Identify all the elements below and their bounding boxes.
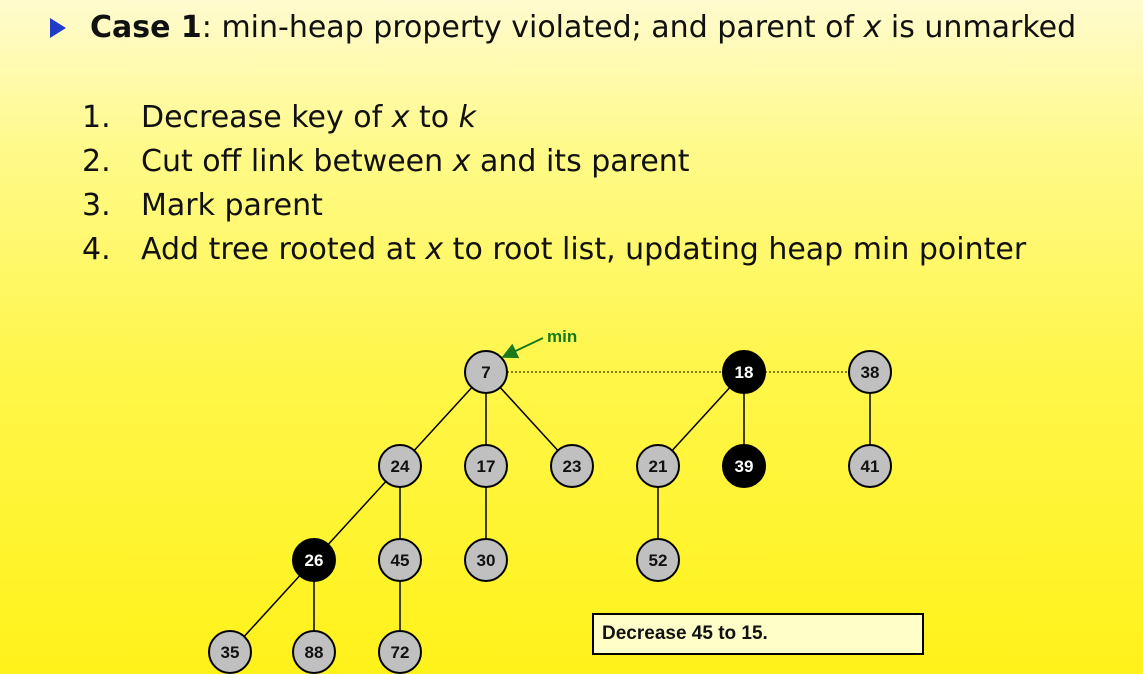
- step-text: Mark parent: [141, 188, 323, 223]
- heap-node-72: 72: [378, 630, 422, 674]
- step-number: 3.: [82, 188, 111, 223]
- node-key: 52: [649, 551, 668, 570]
- heap-node-35: 35: [208, 630, 252, 674]
- var-x: x: [863, 10, 882, 45]
- step-text: and its parent: [470, 144, 690, 179]
- step-text: Add tree rooted at: [141, 232, 426, 267]
- step-number: 2.: [82, 144, 111, 179]
- heap-node-38: 38: [848, 350, 892, 394]
- marked-node-26: 26: [292, 538, 336, 582]
- node-key: 41: [861, 457, 880, 476]
- step-item: 1. Decrease key of x to k: [82, 96, 1082, 140]
- heap-node-52: 52: [636, 538, 680, 582]
- case-label: Case 1: [90, 10, 202, 45]
- operation-callout: Decrease 45 to 15.: [592, 613, 924, 655]
- heap-node-23: 23: [550, 444, 594, 488]
- step-item: 4. Add tree rooted at x to root list, upd…: [82, 228, 1082, 272]
- marked-node-18: 18: [722, 350, 766, 394]
- step-text: Cut off link between: [141, 144, 453, 179]
- bullet-text-part: is unmarked: [881, 10, 1077, 45]
- node-key: 17: [477, 457, 496, 476]
- step-item: 3. Mark parent: [82, 184, 1082, 228]
- min-pointer: min: [501, 327, 577, 359]
- bullet-text-part: : min-heap property violated; and parent…: [201, 10, 864, 45]
- heap-node-88: 88: [292, 630, 336, 674]
- node-key: 18: [735, 363, 754, 382]
- min-label: min: [547, 327, 577, 346]
- node-key: 21: [649, 457, 668, 476]
- step-text: to root list, updating heap min pointer: [443, 232, 1027, 267]
- node-key: 88: [305, 643, 324, 662]
- step-number: 1.: [82, 100, 111, 135]
- node-key: 7: [481, 363, 490, 382]
- var-x: x: [391, 100, 410, 135]
- var-k: k: [458, 100, 477, 135]
- heap-nodes: 7 18 38 24 17 23 21 39 41 26 45 30 52 35 88 72: [208, 350, 892, 674]
- heap-node-7: 7: [464, 350, 508, 394]
- heap-node-21: 21: [636, 444, 680, 488]
- tree-edges: [229, 371, 871, 653]
- var-x: x: [425, 232, 444, 267]
- bullet-triangle-icon: [50, 18, 66, 38]
- heap-node-24: 24: [378, 444, 422, 488]
- bullet-text: Case 1: min-heap property violated; and …: [90, 6, 1110, 50]
- step-text: Decrease key of: [141, 100, 392, 135]
- node-key: 38: [861, 363, 880, 382]
- node-key: 45: [391, 551, 410, 570]
- min-arrow-icon: [501, 337, 544, 359]
- node-key: 26: [305, 551, 324, 570]
- step-number: 4.: [82, 232, 111, 267]
- node-key: 23: [563, 457, 582, 476]
- step-item: 2. Cut off link between x and its parent: [82, 140, 1082, 184]
- node-key: 24: [391, 457, 410, 476]
- node-key: 39: [735, 457, 754, 476]
- node-key: 72: [391, 643, 410, 662]
- heap-node-17: 17: [464, 444, 508, 488]
- step-text: to: [409, 100, 459, 135]
- bullet-case-1: Case 1: min-heap property violated; and …: [50, 6, 1110, 50]
- heap-node-45: 45: [378, 538, 422, 582]
- node-key: 30: [477, 551, 496, 570]
- step-list: 1. Decrease key of x to k 2. Cut off link …: [82, 96, 1082, 272]
- node-key: 35: [221, 643, 240, 662]
- heap-node-30: 30: [464, 538, 508, 582]
- marked-node-39: 39: [722, 444, 766, 488]
- var-x: x: [452, 144, 471, 179]
- heap-node-41: 41: [848, 444, 892, 488]
